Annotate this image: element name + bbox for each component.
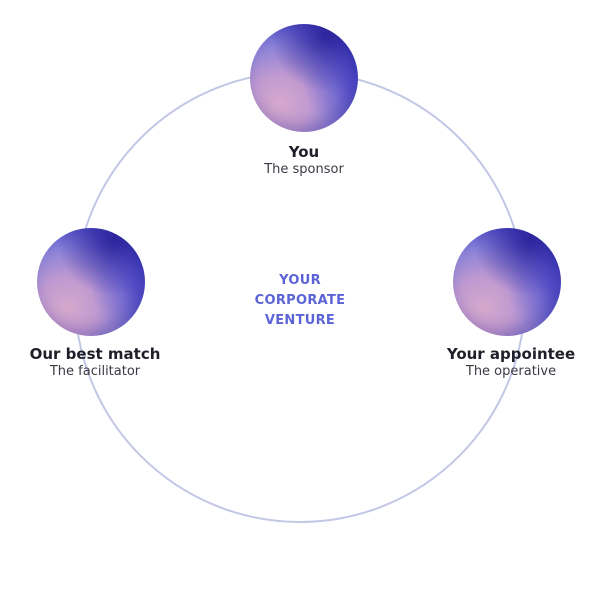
center-line-1: YOUR [279, 273, 321, 288]
center-venture-label: YOUR CORPORATE VENTURE [200, 271, 400, 331]
facilitator-title: Our best match [29, 345, 161, 363]
center-line-2: CORPORATE [254, 293, 346, 308]
sponsor-sphere [250, 24, 358, 132]
facilitator-sphere [37, 228, 145, 336]
sponsor-subtitle: The sponsor [264, 162, 344, 177]
facilitator-label: Our best match The facilitator [0, 345, 195, 380]
center-line-3: VENTURE [264, 313, 336, 328]
operative-title: Your appointee [446, 345, 576, 363]
sponsor-title: You [288, 143, 320, 161]
operative-subtitle: The operative [465, 364, 557, 379]
facilitator-subtitle: The facilitator [49, 364, 141, 379]
operative-label: Your appointee The operative [411, 345, 600, 380]
operative-sphere [453, 228, 561, 336]
sponsor-label: You The sponsor [204, 143, 404, 178]
